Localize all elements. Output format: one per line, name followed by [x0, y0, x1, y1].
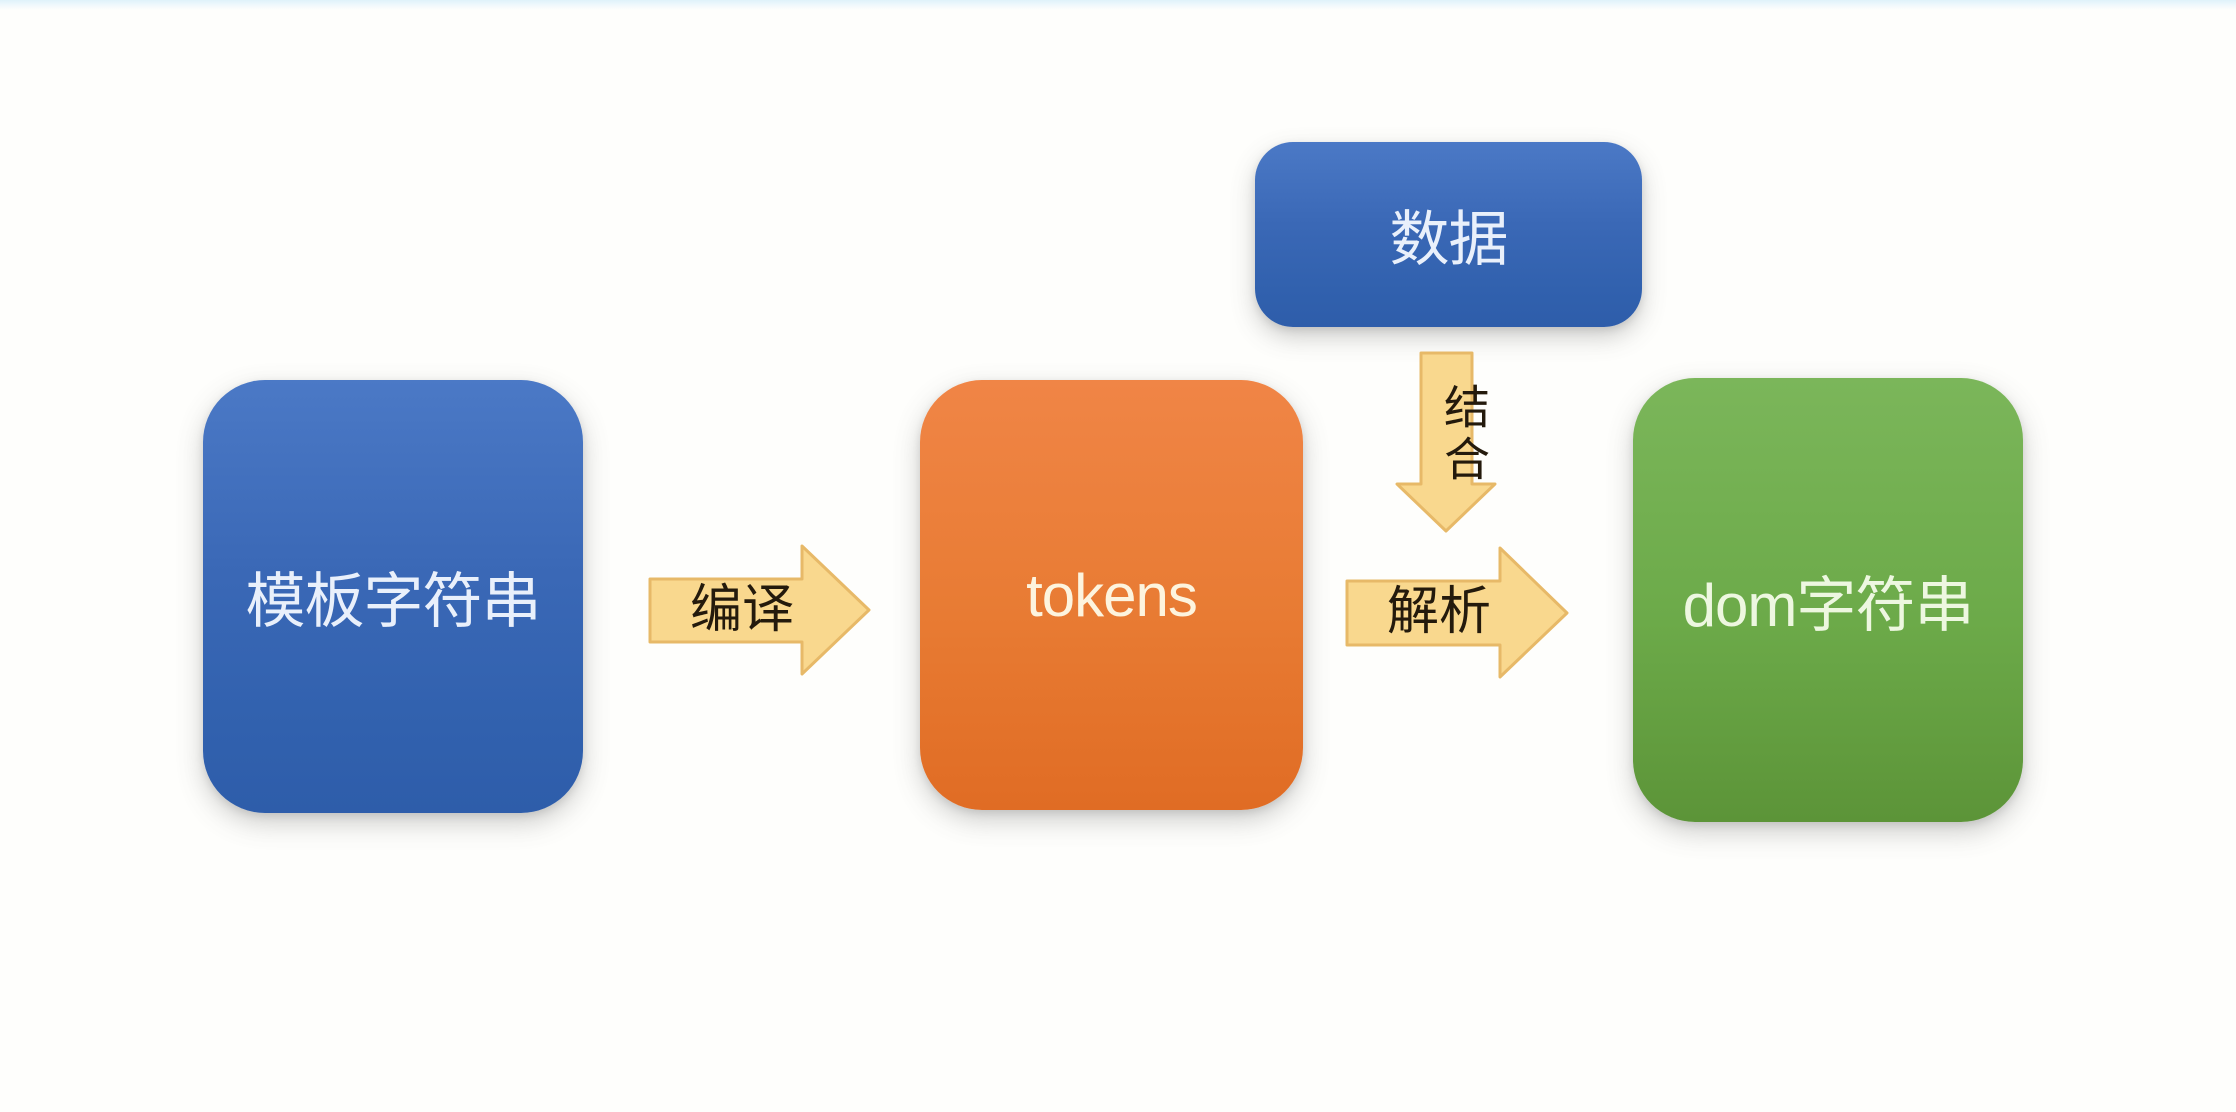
arrow-right-icon — [1345, 546, 1569, 679]
top-edge-tint — [0, 0, 2236, 10]
arrow-down-icon — [1395, 351, 1497, 533]
node-tokens: tokens — [920, 380, 1303, 810]
node-dom-string: dom字符串 — [1633, 378, 2023, 822]
node-tokens-label: tokens — [1026, 561, 1198, 629]
arrow-right-icon — [648, 544, 871, 676]
arrow-parse: 解析 — [1345, 545, 1570, 680]
arrow-compile: 编译 — [648, 543, 872, 677]
node-dom-string-label: dom字符串 — [1682, 571, 1975, 639]
arrow-compile-label: 编译 — [689, 581, 794, 639]
node-data: 数据 — [1255, 142, 1642, 327]
node-data-label: 数据 — [1389, 206, 1509, 273]
node-template-string-label: 模板字符串 — [245, 568, 542, 635]
arrow-parse-label: 解析 — [1386, 583, 1491, 641]
arrow-combine-label: 结合 — [1438, 383, 1490, 487]
node-template-string: 模板字符串 — [203, 380, 583, 813]
arrow-combine: 结合 — [1395, 351, 1497, 533]
